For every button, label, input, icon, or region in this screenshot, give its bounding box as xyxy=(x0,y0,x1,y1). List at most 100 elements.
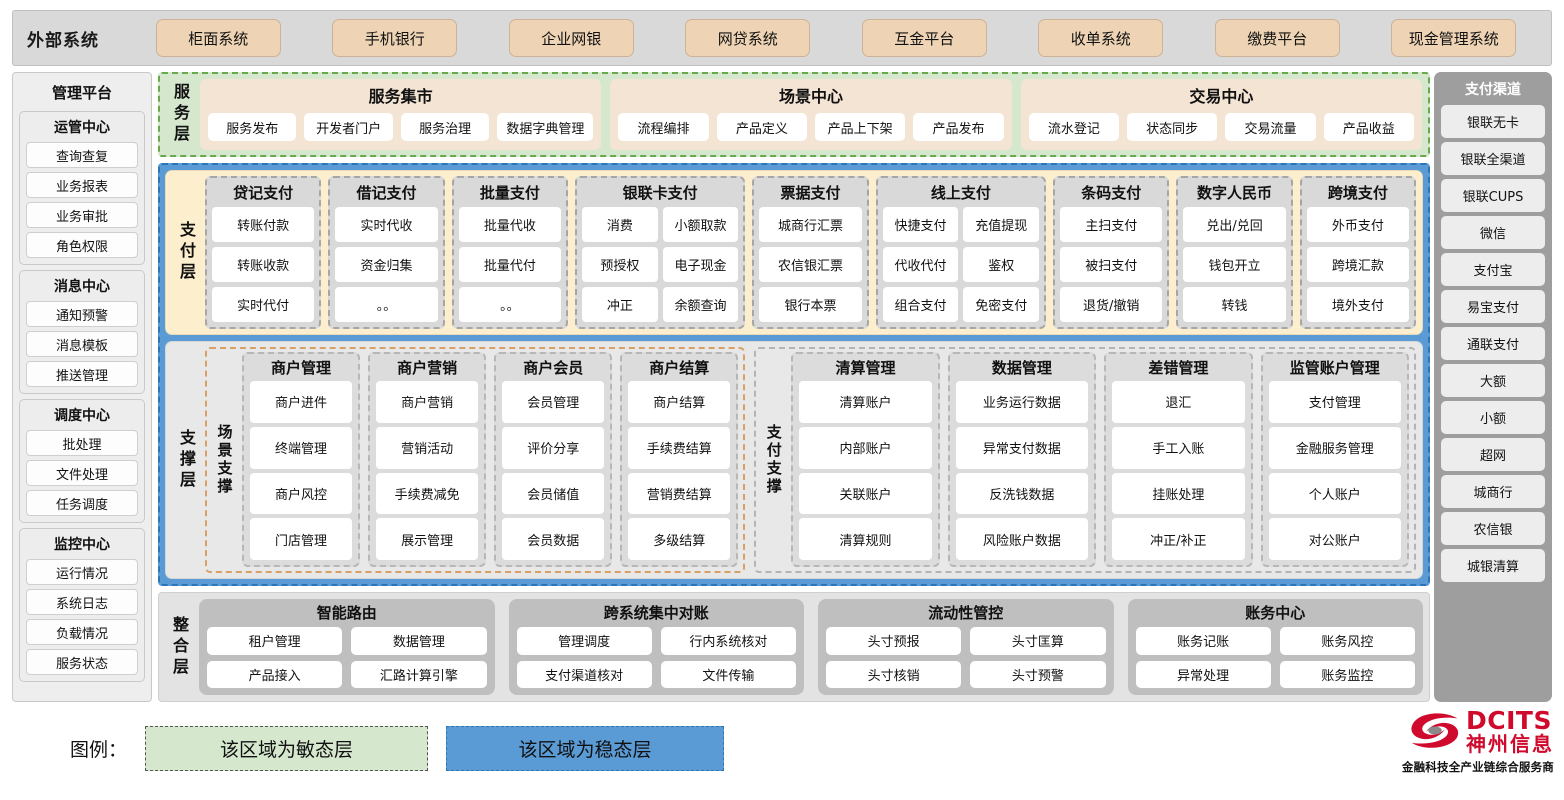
service-item[interactable]: 开发者门户 xyxy=(304,113,393,141)
support-item[interactable]: 金融服务管理 xyxy=(1268,426,1402,469)
payment-item[interactable]: 兑出/兑回 xyxy=(1183,207,1286,242)
integration-item[interactable]: 头寸匡算 xyxy=(970,627,1106,655)
management-item[interactable]: 批处理 xyxy=(26,430,138,456)
management-item[interactable]: 负载情况 xyxy=(26,619,138,645)
payment-item[interactable]: 退货/撤销 xyxy=(1060,287,1163,322)
support-item[interactable]: 会员管理 xyxy=(502,381,605,423)
external-system-chip[interactable]: 手机银行 xyxy=(332,19,458,57)
external-system-chip[interactable]: 网贷系统 xyxy=(685,19,811,57)
payment-item[interactable]: 转账收款 xyxy=(212,247,315,282)
payment-channel-item[interactable]: 银联全渠道 xyxy=(1441,142,1545,175)
support-item[interactable]: 会员数据 xyxy=(502,518,605,560)
management-item[interactable]: 任务调度 xyxy=(26,490,138,516)
support-item[interactable]: 对公账户 xyxy=(1268,518,1402,560)
service-item[interactable]: 状态同步 xyxy=(1126,113,1218,141)
payment-channel-item[interactable]: 银联CUPS xyxy=(1441,179,1545,212)
integration-item[interactable]: 账务监控 xyxy=(1279,660,1415,688)
payment-channel-item[interactable]: 农信银 xyxy=(1441,512,1545,545)
support-item[interactable]: 支付管理 xyxy=(1268,381,1402,423)
support-item[interactable]: 评价分享 xyxy=(502,426,605,469)
support-item[interactable]: 营销费结算 xyxy=(628,472,731,515)
support-item[interactable]: 反洗钱数据 xyxy=(955,472,1089,515)
integration-item[interactable]: 产品接入 xyxy=(207,660,343,688)
payment-item[interactable]: 代收代付 xyxy=(882,247,959,282)
payment-item[interactable]: 境外支付 xyxy=(1306,287,1410,322)
payment-item[interactable]: 电子现金 xyxy=(662,247,739,282)
support-item[interactable]: 清算规则 xyxy=(799,518,932,560)
service-item[interactable]: 产品发布 xyxy=(913,113,1004,141)
support-item[interactable]: 展示管理 xyxy=(376,518,479,560)
payment-item[interactable]: 消费 xyxy=(581,207,658,242)
payment-channel-item[interactable]: 小额 xyxy=(1441,401,1545,434)
payment-item[interactable]: 实时代付 xyxy=(212,287,315,322)
integration-item[interactable]: 行内系统核对 xyxy=(660,627,796,655)
payment-item[interactable]: 小额取款 xyxy=(662,207,739,242)
payment-item[interactable]: 冲正 xyxy=(581,287,658,322)
payment-channel-item[interactable]: 城银清算 xyxy=(1441,549,1545,582)
payment-item[interactable]: 被扫支付 xyxy=(1060,247,1163,282)
support-item[interactable]: 商户风控 xyxy=(250,472,353,515)
support-item[interactable]: 手工入账 xyxy=(1112,426,1245,469)
management-item[interactable]: 查询查复 xyxy=(26,142,138,168)
payment-channel-item[interactable]: 易宝支付 xyxy=(1441,290,1545,323)
payment-item[interactable]: 批量代收 xyxy=(458,207,561,242)
integration-item[interactable]: 支付渠道核对 xyxy=(516,660,652,688)
support-item[interactable]: 挂账处理 xyxy=(1112,472,1245,515)
support-item[interactable]: 业务运行数据 xyxy=(955,381,1089,423)
payment-item[interactable]: 。。 xyxy=(458,287,561,322)
payment-item[interactable]: 批量代付 xyxy=(458,247,561,282)
integration-item[interactable]: 账务风控 xyxy=(1279,627,1415,655)
payment-item[interactable]: 鉴权 xyxy=(963,247,1040,282)
integration-item[interactable]: 文件传输 xyxy=(660,660,796,688)
payment-item[interactable]: 农信银汇票 xyxy=(759,247,862,282)
support-item[interactable]: 终端管理 xyxy=(250,426,353,469)
support-item[interactable]: 个人账户 xyxy=(1268,472,1402,515)
external-system-chip[interactable]: 柜面系统 xyxy=(155,19,281,57)
support-item[interactable]: 商户营销 xyxy=(376,381,479,423)
integration-item[interactable]: 管理调度 xyxy=(516,627,652,655)
payment-item[interactable]: 城商行汇票 xyxy=(759,207,862,242)
integration-item[interactable]: 头寸核销 xyxy=(826,660,962,688)
payment-channel-item[interactable]: 超网 xyxy=(1441,438,1545,471)
support-item[interactable]: 营销活动 xyxy=(376,426,479,469)
management-item[interactable]: 消息模板 xyxy=(26,331,138,357)
payment-channel-item[interactable]: 银联无卡 xyxy=(1441,105,1545,138)
payment-item[interactable]: 主扫支付 xyxy=(1060,207,1163,242)
payment-channel-item[interactable]: 通联支付 xyxy=(1441,327,1545,360)
payment-item[interactable]: 充值提现 xyxy=(963,207,1040,242)
service-item[interactable]: 产品定义 xyxy=(716,113,807,141)
payment-item[interactable]: 余额查询 xyxy=(662,287,739,322)
payment-item[interactable]: 。。 xyxy=(335,287,438,322)
integration-item[interactable]: 账务记账 xyxy=(1135,627,1271,655)
payment-item[interactable]: 转钱 xyxy=(1183,287,1286,322)
service-item[interactable]: 产品收益 xyxy=(1323,113,1414,141)
support-item[interactable]: 会员储值 xyxy=(502,472,605,515)
external-system-chip[interactable]: 现金管理系统 xyxy=(1391,19,1517,57)
payment-item[interactable]: 外币支付 xyxy=(1306,207,1410,242)
external-system-chip[interactable]: 收单系统 xyxy=(1038,19,1164,57)
support-item[interactable]: 异常支付数据 xyxy=(955,426,1089,469)
support-item[interactable]: 内部账户 xyxy=(799,426,932,469)
payment-item[interactable]: 快捷支付 xyxy=(882,207,959,242)
service-item[interactable]: 产品上下架 xyxy=(814,113,906,141)
payment-item[interactable]: 转账付款 xyxy=(212,207,315,242)
management-item[interactable]: 角色权限 xyxy=(26,232,138,258)
management-item[interactable]: 推送管理 xyxy=(26,361,138,387)
support-item[interactable]: 多级结算 xyxy=(628,518,731,560)
payment-item[interactable]: 钱包开立 xyxy=(1183,247,1286,282)
external-system-chip[interactable]: 缴费平台 xyxy=(1214,19,1340,57)
payment-channel-item[interactable]: 支付宝 xyxy=(1441,253,1545,286)
management-item[interactable]: 业务报表 xyxy=(26,172,138,198)
payment-channel-item[interactable]: 城商行 xyxy=(1441,475,1545,508)
payment-item[interactable]: 银行本票 xyxy=(759,287,862,322)
support-item[interactable]: 清算账户 xyxy=(799,381,932,423)
service-item[interactable]: 流程编排 xyxy=(618,113,709,141)
external-system-chip[interactable]: 企业网银 xyxy=(508,19,634,57)
payment-channel-item[interactable]: 微信 xyxy=(1441,216,1545,249)
management-item[interactable]: 服务状态 xyxy=(26,649,138,675)
support-item[interactable]: 商户进件 xyxy=(250,381,353,423)
support-item[interactable]: 冲正/补正 xyxy=(1112,518,1245,560)
external-system-chip[interactable]: 互金平台 xyxy=(861,19,987,57)
support-item[interactable]: 风险账户数据 xyxy=(955,518,1089,560)
integration-item[interactable]: 头寸预警 xyxy=(970,660,1106,688)
